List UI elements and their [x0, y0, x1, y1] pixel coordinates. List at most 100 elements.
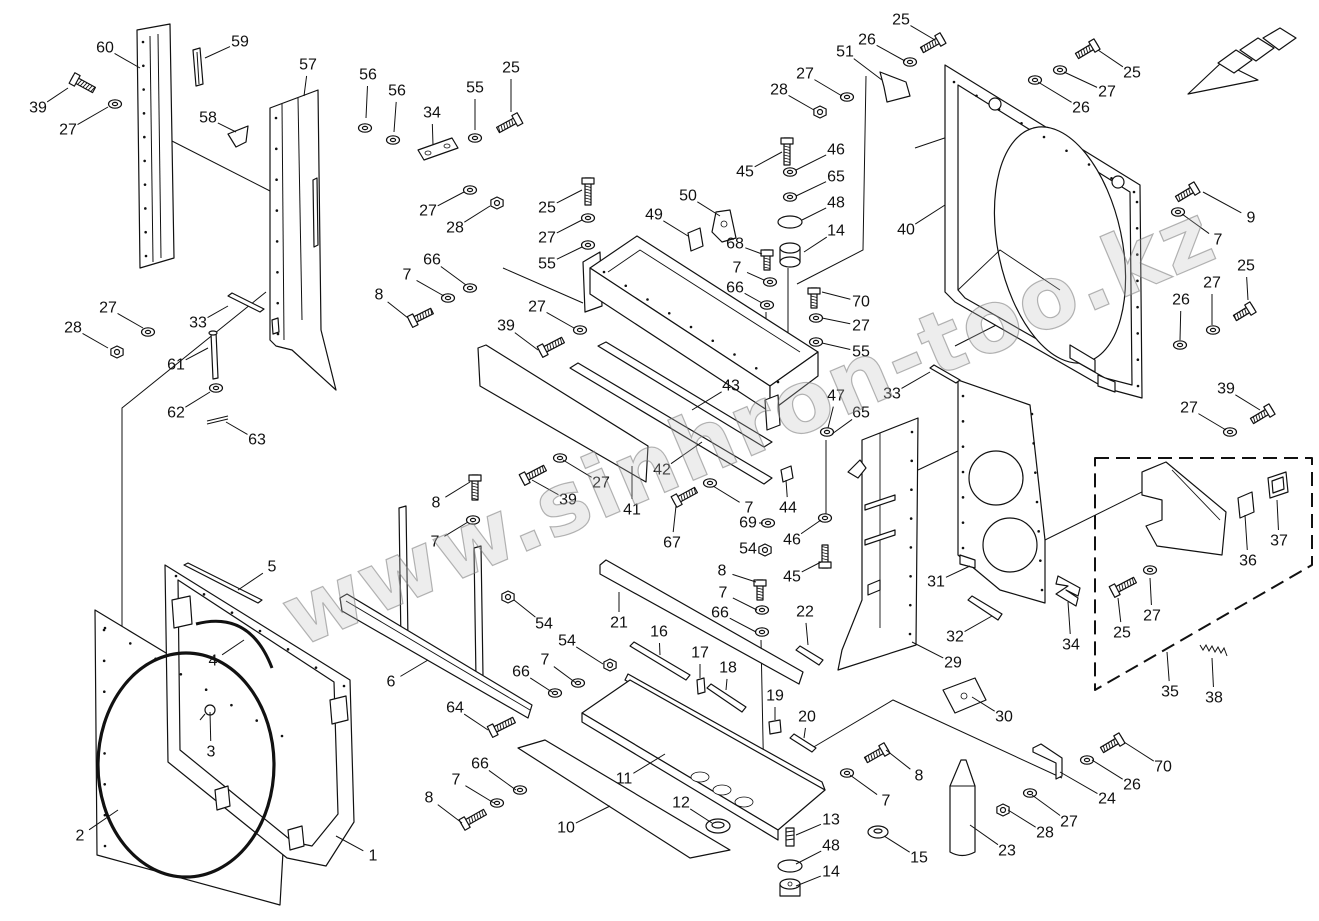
bolt	[1074, 38, 1101, 60]
hole-dot	[102, 659, 106, 663]
leader-line	[237, 572, 264, 591]
callout-number: 46	[783, 532, 801, 549]
hole-dot	[128, 642, 132, 645]
washer	[552, 453, 568, 463]
hole-dot	[286, 648, 290, 651]
callout-number: 48	[822, 838, 840, 855]
hole-dot	[1030, 412, 1034, 416]
hole-dot	[276, 270, 279, 274]
hole-dot	[910, 459, 914, 463]
callout-number: 7	[745, 500, 754, 517]
hole-dot	[909, 517, 913, 520]
nut	[501, 590, 515, 604]
fasteners	[68, 32, 1276, 831]
hole-dot	[179, 672, 183, 676]
leader-line	[801, 561, 822, 573]
callout-number: 20	[798, 709, 816, 726]
callout-number: 26	[1172, 292, 1190, 309]
leader-line	[303, 75, 308, 97]
callout-number: 26	[858, 32, 876, 49]
callout-number: 28	[770, 82, 788, 99]
callout-number: 56	[359, 67, 377, 84]
part-35-kit-outline	[1094, 457, 1313, 691]
leader-line	[1091, 759, 1123, 780]
callout-number: 49	[645, 207, 663, 224]
washer	[1170, 207, 1186, 217]
callout-number: 54	[535, 616, 553, 633]
part-17-block	[696, 677, 706, 695]
callout-number: 66	[726, 280, 744, 297]
washer	[819, 427, 835, 437]
hole-dot	[102, 628, 106, 632]
leader-line	[785, 479, 788, 498]
hole-dot	[103, 721, 106, 724]
part-59-strip	[192, 47, 204, 87]
leader-line	[969, 824, 999, 846]
leader-line	[814, 79, 843, 97]
callout-number: 27	[1203, 275, 1221, 292]
hole-dot	[1135, 253, 1139, 256]
leader-line	[1123, 741, 1155, 762]
callout-number: 37	[1270, 533, 1288, 550]
leader-line	[440, 266, 467, 286]
leader-line	[204, 46, 231, 59]
callout-number: 7	[719, 585, 728, 602]
leader-line	[663, 220, 689, 237]
hole-dot	[103, 782, 107, 786]
hole-dot	[1040, 588, 1044, 592]
leader-line	[1166, 651, 1170, 682]
callout-number: 27	[796, 66, 814, 83]
leader-line	[1067, 601, 1071, 635]
washer	[580, 213, 596, 223]
leader-line	[805, 622, 809, 646]
callout-number: 40	[897, 222, 915, 239]
washer	[762, 277, 778, 287]
callout-number: 55	[538, 256, 556, 273]
callout-number: 46	[827, 142, 845, 159]
leader-line	[529, 677, 553, 693]
callout-number: 39	[497, 318, 515, 335]
part-6-lower-beam	[339, 505, 533, 719]
bolt	[495, 112, 524, 134]
leader-line	[821, 342, 851, 351]
hole-dot	[908, 603, 912, 607]
callout-number: 27	[59, 122, 77, 139]
callout-number: 25	[892, 12, 910, 29]
leader-line	[556, 246, 583, 260]
leader-line	[821, 317, 851, 325]
callout-number: 27	[1143, 608, 1161, 625]
part-48-pad-upper	[777, 215, 803, 229]
callout-number: 27	[592, 475, 610, 492]
callout-number: 66	[711, 605, 729, 622]
hole-dot	[711, 339, 715, 343]
nut	[813, 105, 827, 119]
hole-dot	[910, 430, 914, 434]
callout-number: 27	[1060, 814, 1078, 831]
hole-dot	[154, 657, 157, 661]
washer	[1172, 340, 1188, 350]
leader-line	[670, 441, 703, 465]
leader-line	[88, 809, 119, 831]
leader-line	[387, 301, 409, 319]
leader-line	[732, 573, 757, 583]
callout-number: 65	[827, 169, 845, 186]
callout-number: 25	[502, 60, 520, 77]
leader-line	[795, 823, 822, 836]
callout-number: 33	[883, 386, 901, 403]
callout-number: 55	[466, 80, 484, 97]
nut	[996, 803, 1010, 817]
callout-number: 45	[736, 164, 754, 181]
part-kit-bracket	[1141, 461, 1227, 556]
nut	[758, 543, 772, 557]
hole-dot	[754, 366, 758, 370]
part-29-side-panel	[837, 417, 919, 671]
leader-line	[77, 106, 109, 125]
callout-number: 61	[167, 357, 185, 374]
callout-number: 6	[387, 674, 396, 691]
leader-line	[393, 101, 397, 133]
leader-line	[1198, 413, 1227, 431]
callout-number: 66	[423, 252, 441, 269]
hole-dot	[144, 207, 147, 210]
nut	[110, 345, 124, 359]
